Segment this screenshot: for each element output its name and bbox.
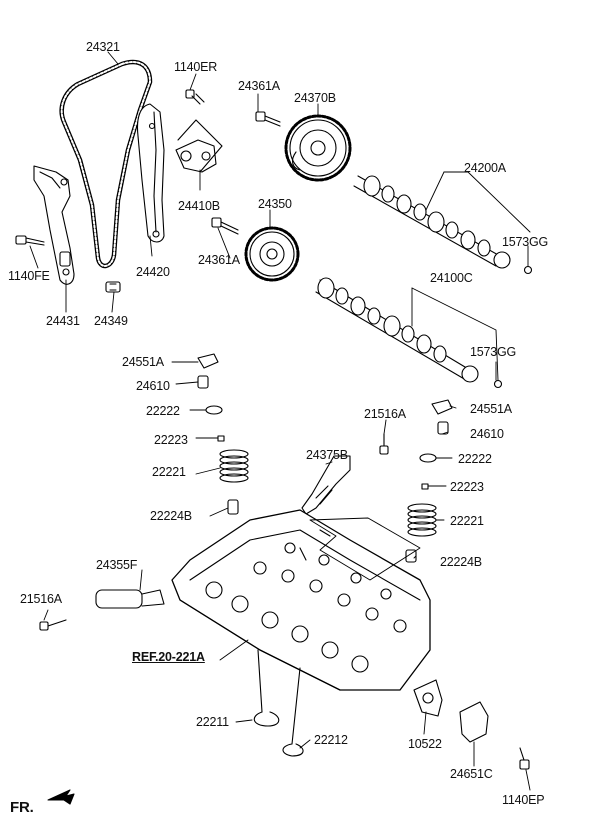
label-24200A: 24200A bbox=[464, 161, 506, 175]
valve-22211 bbox=[253, 649, 280, 727]
label-1140EP: 1140EP bbox=[502, 793, 545, 807]
bolt-21516A-bottom bbox=[39, 619, 67, 631]
label-10522: 10522 bbox=[408, 737, 442, 751]
label-24100C: 24100C bbox=[430, 271, 473, 285]
bolt-24361A-mid bbox=[211, 217, 239, 235]
leader-lines bbox=[29, 51, 531, 791]
label-24410B: 24410B bbox=[178, 199, 220, 213]
label-24370B: 24370B bbox=[294, 91, 336, 105]
bolt-1140ER bbox=[185, 89, 205, 105]
label-22222-right: 22222 bbox=[458, 452, 492, 466]
solenoid-24355F bbox=[95, 589, 165, 609]
cam-sprocket-intake bbox=[244, 226, 300, 282]
camshaft-24100C bbox=[315, 277, 503, 389]
label-1573GG-mid: 1573GG bbox=[470, 345, 517, 359]
front-arrow-icon bbox=[47, 789, 75, 805]
label-22223-right: 22223 bbox=[450, 480, 484, 494]
label-24350: 24350 bbox=[258, 197, 292, 211]
label-24610-right: 24610 bbox=[470, 427, 504, 441]
label-24361A-top: 24361A bbox=[238, 79, 280, 93]
label-22221-left: 22221 bbox=[152, 465, 186, 479]
cylinder-head bbox=[171, 509, 431, 691]
timing-chain bbox=[59, 59, 153, 269]
label-22211: 22211 bbox=[196, 715, 229, 729]
front-direction-label: FR. bbox=[10, 799, 34, 816]
label-24551A-right: 24551A bbox=[470, 402, 512, 416]
label-24610-left: 24610 bbox=[136, 379, 170, 393]
label-24355F: 24355F bbox=[96, 558, 138, 572]
label-22212: 22212 bbox=[314, 733, 348, 747]
bolt-21516A-top bbox=[379, 433, 389, 455]
tensioner-24410B bbox=[175, 119, 223, 173]
label-24551A-left: 24551A bbox=[122, 355, 164, 369]
label-24349: 24349 bbox=[94, 314, 128, 328]
label-24651C: 24651C bbox=[450, 767, 493, 781]
label-1573GG-top: 1573GG bbox=[502, 235, 549, 249]
pin-24349 bbox=[105, 281, 121, 293]
label-1140ER: 1140ER bbox=[174, 60, 218, 74]
reference-link[interactable]: REF.20-221A bbox=[132, 650, 205, 664]
label-22221-right: 22221 bbox=[450, 514, 484, 528]
label-1140FE: 1140FE bbox=[8, 269, 50, 283]
cam-sprocket-exhaust bbox=[284, 114, 352, 182]
valve-22212 bbox=[282, 667, 304, 757]
seal-10522 bbox=[413, 679, 443, 717]
oil-control-valve-24375B bbox=[301, 455, 351, 515]
valvetrain-right bbox=[405, 399, 453, 563]
bolt-1140EP bbox=[519, 747, 530, 770]
label-24361A-mid: 24361A bbox=[198, 253, 240, 267]
label-24431: 24431 bbox=[46, 314, 80, 328]
label-22224B-left: 22224B bbox=[150, 509, 192, 523]
label-21516A-bottom: 21516A bbox=[20, 592, 62, 606]
bolt-1140FE bbox=[15, 235, 45, 246]
cover-24651C bbox=[459, 701, 489, 743]
label-22224B-right: 22224B bbox=[440, 555, 482, 569]
label-22222-left: 22222 bbox=[146, 404, 180, 418]
tensioner-arm bbox=[33, 165, 75, 285]
label-24375B: 24375B bbox=[306, 448, 348, 462]
valvetrain-left bbox=[197, 353, 249, 515]
label-21516A-top: 21516A bbox=[364, 407, 406, 421]
label-24321: 24321 bbox=[86, 40, 120, 54]
label-24420: 24420 bbox=[136, 265, 170, 279]
chain-guide bbox=[136, 103, 165, 243]
camshaft-24200A bbox=[353, 175, 533, 275]
label-22223-left: 22223 bbox=[154, 433, 188, 447]
bolt-24361A-top bbox=[255, 111, 281, 127]
